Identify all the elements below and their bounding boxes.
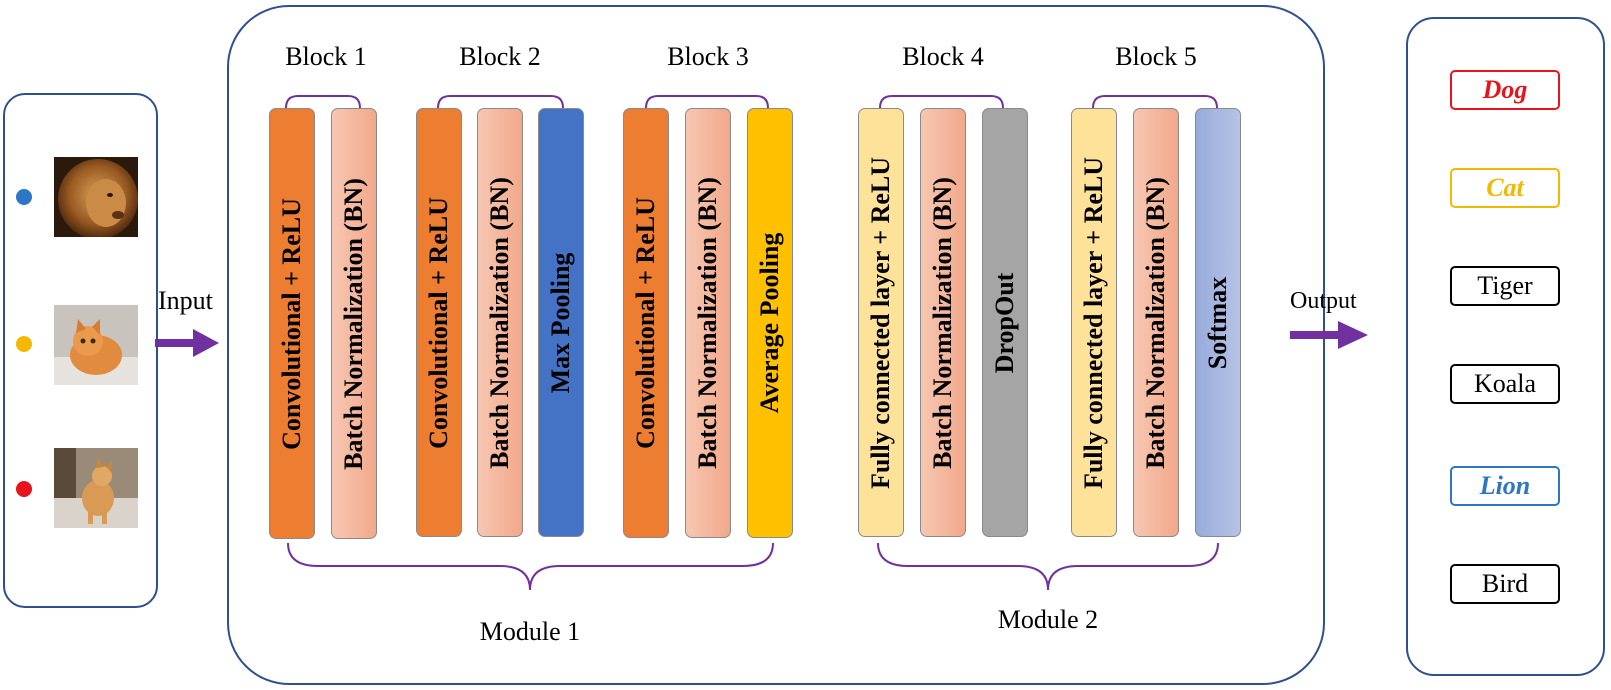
block2-batch-norm-layer: Batch Normalization (BN) [477,108,523,537]
lion-indicator-dot [16,189,32,205]
layer-label: Batch Normalization (BN) [693,177,722,469]
layer-label: Average Pooling [755,232,784,414]
block1-conv-relu-layer: Convolutional + ReLU [269,108,315,539]
layer-label: Fully connected layer + ReLU [1079,156,1108,489]
output-class-bird: Bird [1450,564,1560,604]
block2-max-pooling-layer: Max Pooling [538,108,584,537]
output-panel [1406,17,1605,676]
output-class-lion: Lion [1450,466,1560,506]
layer-label: Max Pooling [546,252,575,393]
layer-label: Softmax [1203,276,1232,369]
layer-label: DropOut [990,272,1019,373]
layer-label: Batch Normalization (BN) [928,176,957,469]
dog-indicator-dot [16,481,32,497]
module-1-title: Module 1 [479,617,581,646]
output-class-tiger: Tiger [1450,266,1560,306]
block3-batch-norm-layer: Batch Normalization (BN) [685,108,731,538]
block1-batch-norm-layer: Batch Normalization (BN) [331,108,377,539]
output-label: Output [1290,288,1357,314]
lion-photo-icon [54,157,138,237]
layer-label: Convolutional + ReLU [424,196,453,449]
block4-dropout-layer: DropOut [982,108,1028,537]
output-class-dog: Dog [1450,70,1560,110]
block4-batch-norm-layer: Batch Normalization (BN) [920,108,966,537]
layer-label: Batch Normalization (BN) [1141,176,1170,469]
module-2-title: Module 2 [997,605,1099,634]
layer-label: Convolutional + ReLU [277,197,306,450]
layer-label: Batch Normalization (BN) [485,176,514,469]
block5-batch-norm-layer: Batch Normalization (BN) [1133,108,1179,537]
kitten-indicator-dot [16,336,32,352]
block-3-title: Block 3 [667,42,749,71]
block-4-title: Block 4 [902,42,984,71]
input-label: Input [158,286,213,315]
input-arrow [155,329,219,357]
output-class-cat: Cat [1450,168,1560,208]
layer-label: Fully connected layer + ReLU [866,156,895,489]
layer-label: Batch Normalization (BN) [339,177,368,470]
layer-label: Convolutional + ReLU [631,197,660,449]
block2-conv-relu-layer: Convolutional + ReLU [416,108,462,537]
dog-photo-icon [54,448,138,528]
block4-fully-connected-relu-layer: Fully connected layer + ReLU [858,108,904,537]
block5-softmax-layer: Softmax [1195,108,1241,537]
block3-average-pooling-layer: Average Pooling [747,108,793,538]
output-class-koala: Koala [1450,364,1560,404]
block-2-title: Block 2 [459,42,541,71]
block-1-title: Block 1 [285,42,367,71]
block5-fully-connected-relu-layer: Fully connected layer + ReLU [1071,108,1117,537]
block-5-title: Block 5 [1115,42,1197,71]
kitten-photo-icon [54,305,138,385]
block3-conv-relu-layer: Convolutional + ReLU [623,108,669,538]
